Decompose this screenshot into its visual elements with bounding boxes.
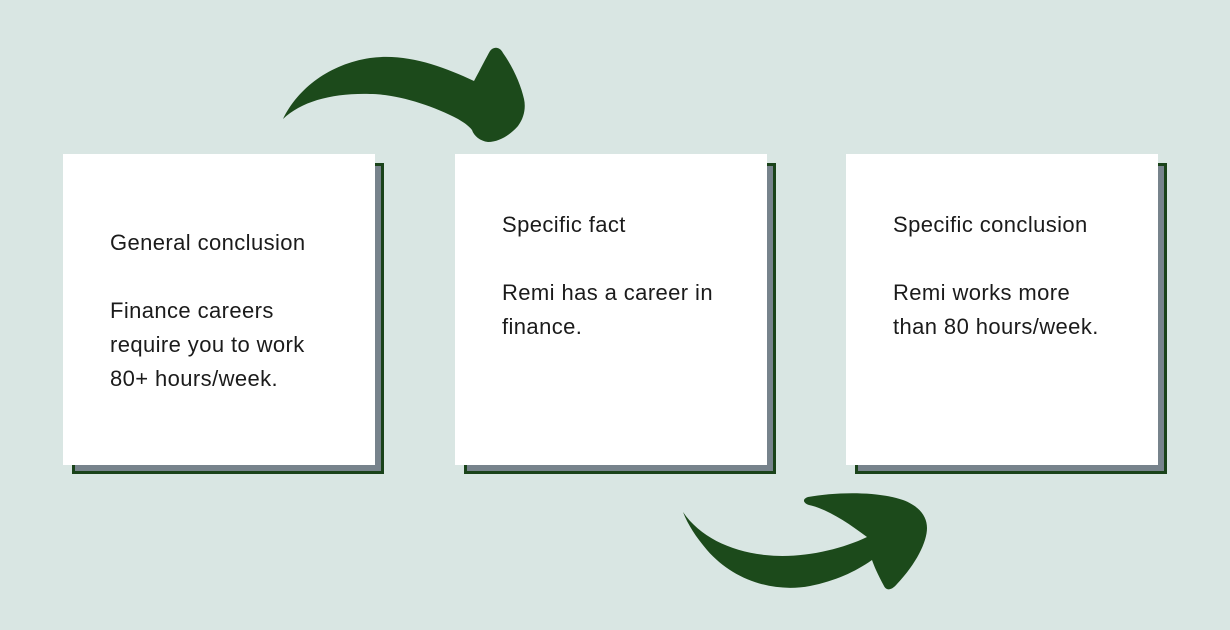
card-body: Remi has a career in finance. [502,280,713,339]
card: General conclusion Finance careers requi… [63,154,375,465]
card-specific-fact: Specific fact Remi has a career in finan… [455,154,776,474]
curved-arrow-bottom-icon [675,493,935,600]
card-body: Finance careers require you to work 80+ … [110,298,305,391]
card-specific-conclusion: Specific conclusion Remi works more than… [846,154,1167,474]
card-text: General conclusion Finance careers requi… [63,154,375,396]
card-body: Remi works more than 80 hours/week. [893,280,1099,339]
card-title: Specific conclusion [893,212,1088,237]
curved-arrow-top-icon [278,42,530,144]
card-text: Specific conclusion Remi works more than… [846,154,1158,344]
card-title: Specific fact [502,212,626,237]
card: Specific fact Remi has a career in finan… [455,154,767,465]
card-text: Specific fact Remi has a career in finan… [455,154,767,344]
card-general-conclusion: General conclusion Finance careers requi… [63,154,384,474]
card-title: General conclusion [110,230,306,255]
card: Specific conclusion Remi works more than… [846,154,1158,465]
